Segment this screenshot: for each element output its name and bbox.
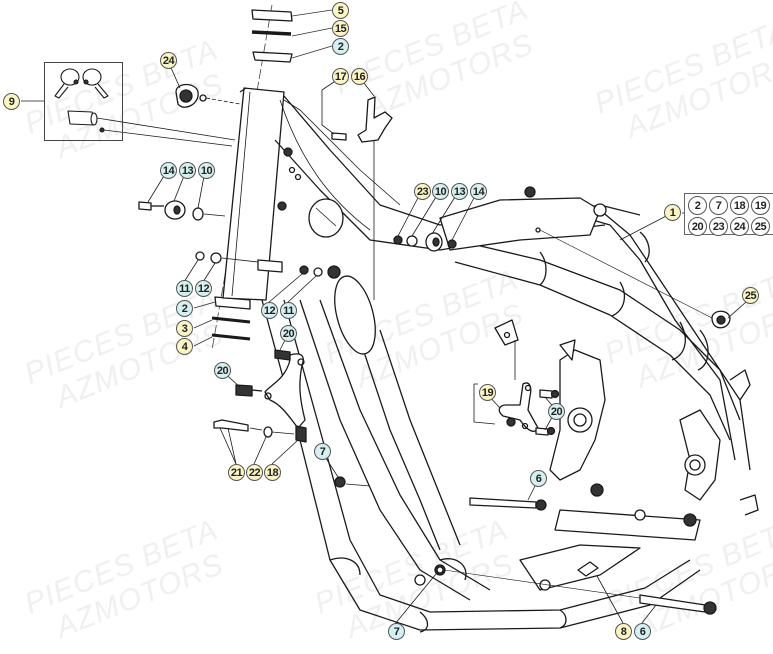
part-callout-12[interactable]: 12	[261, 302, 278, 319]
part-callout-9[interactable]: 9	[3, 93, 20, 110]
legend-callout[interactable]: 18	[730, 196, 749, 215]
key-lock-inset	[44, 62, 123, 141]
part-callout-2[interactable]: 2	[332, 38, 349, 55]
part-callout-24[interactable]: 24	[160, 52, 177, 69]
part-callout-3[interactable]: 3	[176, 320, 193, 337]
part-callout-4[interactable]: 4	[176, 338, 193, 355]
part-callout-1[interactable]: 1	[664, 204, 681, 221]
part-callout-8[interactable]: 8	[615, 623, 632, 640]
legend-callout[interactable]: 2	[688, 196, 707, 215]
legend-callout[interactable]: 7	[709, 196, 728, 215]
item-1-includes-legend: 2 7 18 19 20 23 24 25	[684, 193, 773, 236]
part-callout-19[interactable]: 19	[479, 384, 496, 401]
part-callout-11[interactable]: 11	[280, 302, 297, 319]
part-callout-11[interactable]: 11	[176, 280, 193, 297]
part-callout-6[interactable]: 6	[634, 623, 651, 640]
part-callout-18[interactable]: 18	[264, 464, 281, 481]
part-callout-23[interactable]: 23	[414, 183, 431, 200]
part-callout-16[interactable]: 16	[351, 68, 368, 85]
part-callout-13[interactable]: 13	[179, 162, 196, 179]
part-callout-25[interactable]: 25	[742, 287, 759, 304]
legend-callout[interactable]: 20	[688, 217, 707, 236]
part-callout-7[interactable]: 7	[314, 443, 331, 460]
legend-callout[interactable]: 23	[709, 217, 728, 236]
keys-and-lock	[54, 68, 109, 133]
part-callout-14[interactable]: 14	[160, 162, 177, 179]
part-callout-14[interactable]: 14	[470, 183, 487, 200]
top-bearing-parts	[251, 9, 293, 63]
part-callout-10[interactable]: 10	[432, 183, 449, 200]
part-callout-6[interactable]: 6	[530, 470, 547, 487]
legend-callout[interactable]: 24	[730, 217, 749, 236]
part-callout-20[interactable]: 20	[280, 325, 297, 342]
part-callout-20[interactable]: 20	[548, 403, 565, 420]
legend-callout[interactable]: 19	[751, 196, 770, 215]
part-callout-7[interactable]: 7	[388, 623, 405, 640]
part-callout-2[interactable]: 2	[176, 300, 193, 317]
part-callout-20[interactable]: 20	[214, 362, 231, 379]
part-callout-17[interactable]: 17	[332, 68, 349, 85]
part-callout-12[interactable]: 12	[195, 280, 212, 297]
part-callout-13[interactable]: 13	[451, 183, 468, 200]
part-callout-10[interactable]: 10	[198, 162, 215, 179]
part-callout-21[interactable]: 21	[228, 464, 245, 481]
part-callout-15[interactable]: 15	[332, 20, 349, 37]
legend-callout[interactable]: 25	[751, 217, 770, 236]
part-callout-22[interactable]: 22	[246, 464, 263, 481]
part-callout-5[interactable]: 5	[332, 2, 349, 19]
